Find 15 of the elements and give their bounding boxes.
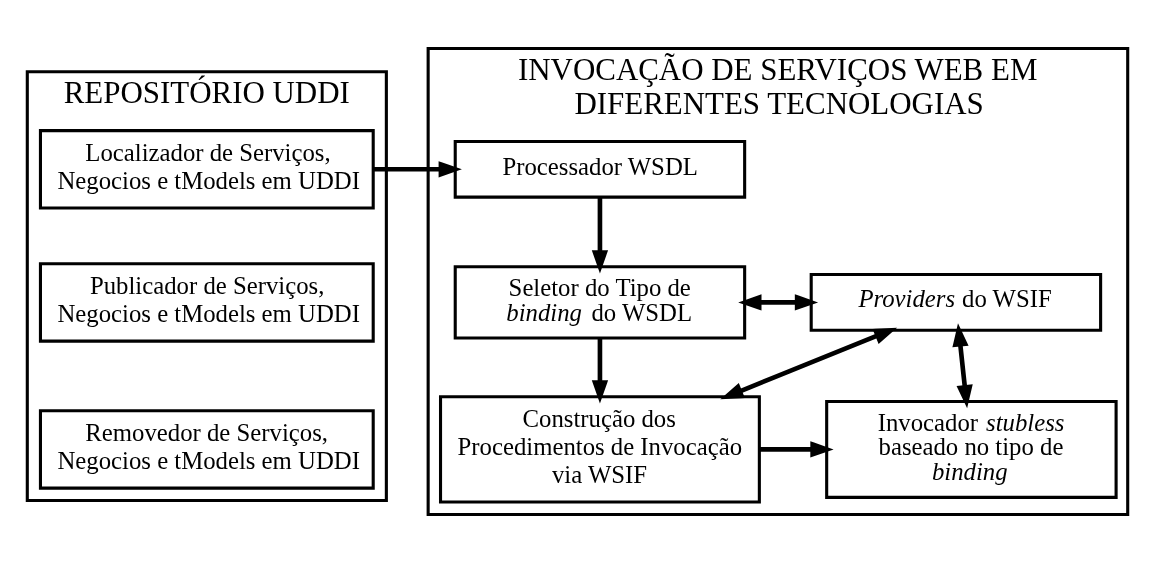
node-box: Construção dos Procedimentos de Invocação via WSIF <box>438 395 761 504</box>
arrow <box>373 161 462 178</box>
node-box: Publicador de Serviços, Negocios e tModels em UDDI <box>38 262 375 343</box>
node-box: Processador WSDL <box>453 139 747 199</box>
node-box: Removedor de Serviços, Negocios e tModels em UDDI <box>38 409 375 490</box>
node-box: Seletor do Tipo de binding do WSDL <box>453 265 747 340</box>
arrow <box>591 338 609 404</box>
arrow <box>591 197 609 274</box>
arrow <box>759 441 834 458</box>
node-box: Localizador de Serviços, Negocios e tModels em UDDI <box>38 129 375 210</box>
node-box: Invocador stubless baseado no tipo de binding <box>825 399 1118 499</box>
arrow <box>720 327 898 400</box>
arrow <box>738 294 819 311</box>
node-box: Providers do WSIF <box>809 273 1103 332</box>
arrow <box>952 323 973 409</box>
